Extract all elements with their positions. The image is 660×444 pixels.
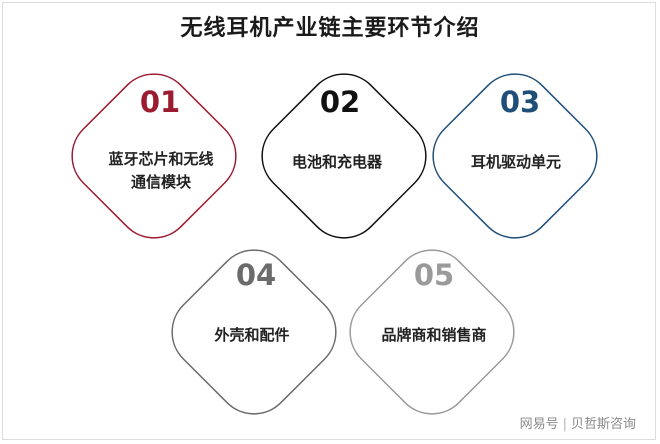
diamond-2-outline: [261, 73, 427, 239]
item-1-number: 01: [140, 85, 180, 119]
item-5: 05 品牌商和销售商: [349, 249, 515, 415]
platform-name: 网易号: [519, 417, 559, 432]
item-4: 04 外壳和配件: [171, 249, 337, 415]
item-5-label: 品牌商和销售商: [381, 326, 486, 344]
item-2-label: 电池和充电器: [292, 153, 383, 171]
item-3-number: 03: [500, 85, 540, 119]
source-name: 贝哲斯咨询: [570, 417, 636, 432]
diamond-3-outline: [432, 73, 598, 239]
item-4-label: 外壳和配件: [213, 326, 289, 344]
item-2: 02 电池和充电器: [261, 73, 427, 239]
item-3: 03 耳机驱动单元: [432, 73, 598, 239]
item-2-number: 02: [320, 85, 360, 119]
image-frame: [2, 2, 656, 440]
item-1-label-line-1: 蓝牙芯片和无线: [108, 150, 213, 168]
diamond-4-outline: [171, 249, 337, 415]
item-5-number: 05: [414, 258, 454, 292]
diagram-title: 无线耳机产业链主要环节介绍: [180, 15, 480, 41]
item-4-number: 04: [236, 258, 276, 292]
item-3-label: 耳机驱动单元: [471, 153, 561, 171]
source-footer: 网易号|贝哲斯咨询: [520, 413, 636, 432]
diamond-5-outline: [349, 249, 515, 415]
item-1-label-line-2: 通信模块: [131, 173, 192, 191]
diamond-1-outline: [71, 73, 237, 239]
item-1: 01 蓝牙芯片和无线 通信模块: [71, 73, 237, 239]
footer-separator: |: [562, 417, 567, 432]
